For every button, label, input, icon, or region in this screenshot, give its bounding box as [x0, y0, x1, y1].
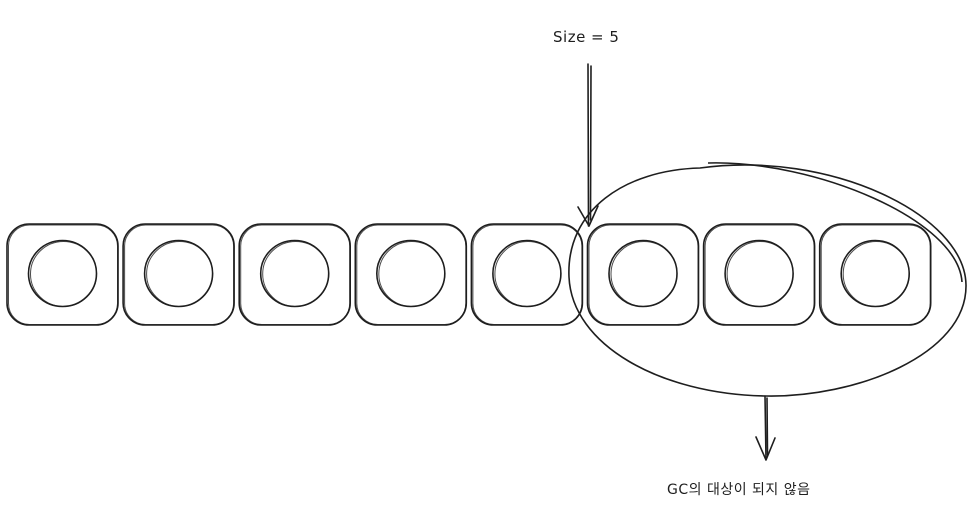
slot-box-sketch	[472, 224, 583, 325]
array-slot	[354, 223, 468, 326]
size-label: Size = 5	[553, 28, 620, 46]
size-pointer-arrow	[577, 63, 599, 227]
slot-element-circle-sketch	[494, 241, 562, 307]
slot-box	[6, 223, 119, 326]
gc-annotation-label: GC의 대상이 되지 않음	[667, 482, 811, 498]
slot-box-sketch	[356, 224, 467, 325]
slot-box	[586, 223, 700, 326]
slot-box-sketch	[820, 224, 931, 325]
slot-element-circle-sketch	[30, 241, 97, 307]
array-slot	[586, 223, 700, 326]
array-slot	[470, 223, 584, 326]
array-slots	[6, 223, 932, 326]
array-slot	[702, 223, 816, 326]
slot-box-sketch	[588, 224, 699, 325]
slot-box	[354, 223, 468, 326]
array-slot	[122, 223, 235, 326]
slot-box	[818, 223, 932, 326]
slot-box-sketch	[240, 224, 351, 325]
array-slot	[6, 223, 119, 326]
slot-box-sketch	[704, 224, 815, 325]
slot-box	[470, 223, 584, 326]
slot-element-circle-sketch	[842, 241, 910, 307]
unused-slots-ellipse	[568, 162, 967, 397]
annotation-arrow	[755, 395, 776, 461]
array-slot	[818, 223, 932, 326]
slot-box	[238, 223, 351, 326]
slot-box-sketch	[124, 224, 235, 325]
slot-element-circle-sketch	[262, 241, 330, 307]
slot-element-circle-sketch	[378, 241, 446, 307]
slot-box	[702, 223, 816, 326]
slot-box-sketch	[8, 224, 118, 325]
slot-element-circle-sketch	[726, 241, 794, 307]
slot-box	[122, 223, 235, 326]
slot-element-circle-sketch	[146, 241, 214, 307]
array-slot	[238, 223, 351, 326]
slot-element-circle-sketch	[610, 241, 678, 307]
